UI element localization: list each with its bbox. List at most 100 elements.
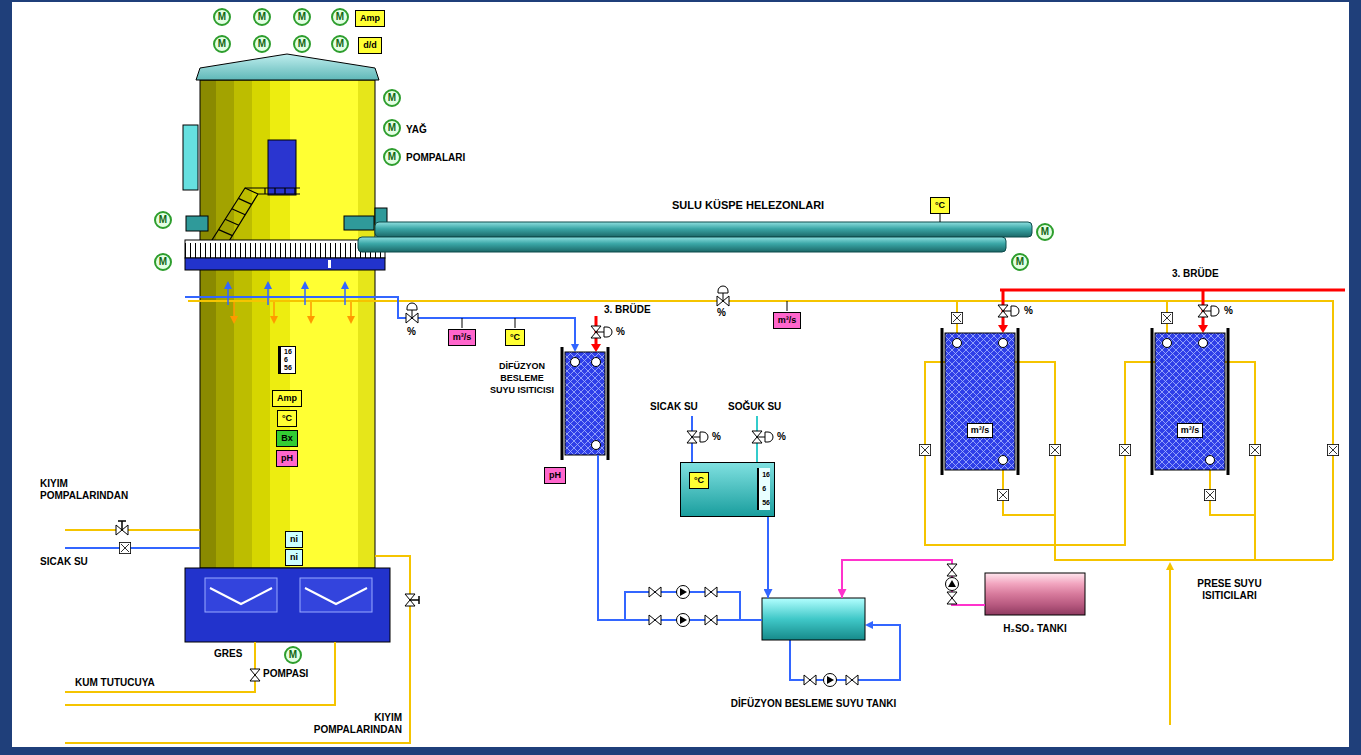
heat-exchanger — [571, 358, 580, 367]
water-tank: DİFÜZYON BESLEME SUYU TANKI — [762, 598, 865, 640]
label-text: % — [712, 431, 721, 443]
pump-symbol — [846, 675, 858, 685]
screw-conveyor — [375, 222, 1032, 237]
pipe-label: % — [1224, 305, 1233, 317]
motor-symbol: M — [293, 8, 311, 26]
tank — [762, 598, 865, 640]
label-text: 3. BRÜDE — [1172, 268, 1219, 280]
diffusion-tower — [200, 80, 216, 568]
label-text: SOĞUK SU — [728, 401, 781, 413]
pump-symbol — [804, 675, 816, 685]
level-scale: 16656 — [757, 468, 770, 510]
staircase — [212, 188, 295, 246]
pump-symbol — [824, 674, 837, 687]
pipe — [65, 547, 200, 549]
motor-symbol: M — [331, 8, 349, 26]
pump-symbol — [705, 587, 717, 597]
staircase — [212, 188, 300, 246]
instrument-box: Bx — [276, 430, 298, 447]
heat-exchanger — [592, 358, 601, 367]
pipe-label: % — [777, 431, 786, 443]
label-text: YAĞ POMPALARI — [406, 116, 478, 172]
node-text: M — [1016, 257, 1024, 267]
tower-base — [300, 578, 372, 612]
pipe-label: 3. BRÜDE — [604, 304, 651, 316]
heat-exchanger — [562, 347, 608, 460]
heat-exchanger — [945, 333, 1015, 470]
pipe-label: % — [717, 307, 726, 319]
heat-exchanger: m³/s — [1155, 333, 1225, 470]
screw-conveyor — [358, 237, 1006, 252]
label-text: % — [717, 307, 726, 319]
pump-symbol — [947, 592, 957, 604]
pipe — [188, 301, 1333, 560]
label-text: % — [777, 431, 786, 443]
pipe-label: % — [407, 326, 416, 338]
pump-symbol — [946, 578, 959, 591]
equipment-heading: DİFÜZYON BESLEME SUYU TANKI — [731, 698, 896, 710]
valve-symbol — [596, 327, 612, 337]
label-text: KIYIM POMPALARINDAN — [300, 712, 402, 736]
motor-symbol: M — [253, 35, 271, 53]
motor-symbol: M — [213, 8, 231, 26]
label-text: % — [1224, 305, 1233, 317]
steam-pipe — [1000, 289, 1345, 292]
pipe — [65, 529, 200, 531]
instrument-box: pH — [276, 450, 298, 467]
instrument-box: Amp — [355, 10, 385, 27]
heat-exchanger — [999, 339, 1008, 348]
tower-base — [210, 588, 272, 604]
flow-arrow — [1166, 562, 1174, 570]
heat-exchanger — [1152, 328, 1228, 475]
label-text: PRESE SUYU ISITICILARI — [1182, 578, 1277, 602]
node-text: d/d — [363, 40, 377, 51]
tower-flow-arrows — [224, 281, 355, 324]
motor-symbol: M — [331, 35, 349, 53]
motor-symbol: M — [154, 211, 172, 229]
node-text: pH — [281, 453, 293, 464]
instrument-stem — [462, 301, 787, 328]
diffusion-tower — [185, 240, 385, 258]
valve-symbol — [1249, 444, 1260, 455]
motor-symbol: M — [383, 89, 401, 107]
node-text: °C — [694, 475, 704, 486]
pipe — [1003, 470, 1055, 515]
node-text: m³/s — [778, 315, 797, 326]
node-text: H₂SO₄ TANKI — [1003, 623, 1066, 635]
motor-symbol: M — [1036, 223, 1054, 241]
tower-base — [205, 578, 277, 612]
instrument-stem — [462, 318, 463, 328]
instrument-box: ni — [285, 549, 303, 566]
pump-symbol — [677, 586, 690, 599]
tower-base — [185, 568, 390, 642]
label-text: POMPASI — [263, 668, 308, 680]
label-text: 3. BRÜDE — [604, 304, 651, 316]
node-text: ni — [290, 534, 298, 545]
diffusion-tower — [344, 216, 374, 230]
diffusion-tower — [200, 80, 375, 568]
valve-symbol — [692, 432, 708, 442]
instrument-box: °C — [505, 329, 525, 346]
node-text: pH — [549, 470, 561, 481]
pipe — [1169, 570, 1171, 725]
valve-symbol — [250, 669, 260, 681]
diffusion-tower — [183, 125, 198, 190]
valve-symbol — [997, 489, 1008, 500]
heat-exchanger — [942, 328, 1018, 475]
pipe — [65, 297, 900, 680]
label-text: SICAK SU — [650, 401, 698, 413]
node-text: M — [298, 39, 306, 49]
pipe — [65, 301, 1333, 743]
valve-symbol — [1203, 306, 1219, 316]
instrument-box: d/d — [358, 37, 382, 54]
node-text: M — [218, 39, 226, 49]
pipe-label: SICAK SU — [650, 401, 698, 413]
motor-symbol: M — [383, 119, 401, 137]
acid-tank: H₂SO₄ TANKI — [985, 573, 1085, 615]
diffusion-tower — [185, 258, 385, 270]
node-text: Amp — [277, 393, 297, 404]
valve-symbol — [919, 444, 930, 455]
tower-base — [185, 568, 390, 642]
motor-symbol: M — [1011, 253, 1029, 271]
